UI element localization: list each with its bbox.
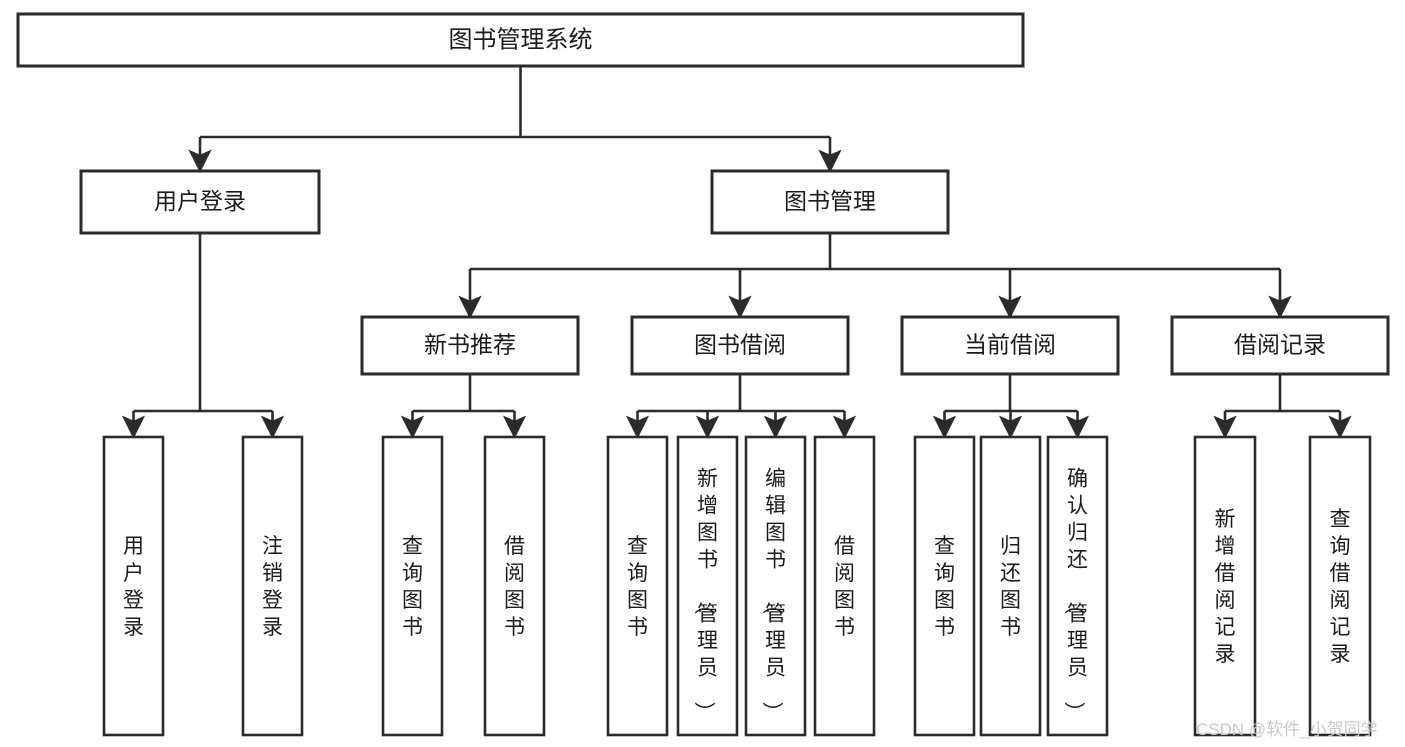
node-label-current-borrow: 当前借阅 [964, 332, 1056, 358]
node-box-root[interactable] [16, 12, 1025, 68]
node-box-current-borrow[interactable] [900, 315, 1120, 376]
node-box-new-book-recommend[interactable] [360, 315, 580, 376]
node-box-leaf-borrow-book-2[interactable] [813, 435, 876, 737]
node-box-leaf-return-book[interactable] [979, 435, 1042, 737]
csdn-watermark: CSDN @软件_小贺同学 [1196, 720, 1378, 739]
node-label-leaf-return-book: 归还图书 [1000, 535, 1021, 639]
node-label-book-manage: 图书管理 [784, 188, 876, 214]
node-box-borrow-record[interactable] [1170, 315, 1390, 376]
node-label-leaf-add-book: 新增图书（管理员） [692, 468, 718, 723]
node-label-leaf-add-record: 新增借阅记录 [1215, 508, 1236, 666]
node-label-leaf-borrow-book-1: 借阅图书 [504, 535, 525, 639]
node-box-leaf-query-book-1[interactable] [381, 435, 444, 737]
node-box-leaf-query-book-3[interactable] [913, 435, 976, 737]
node-box-leaf-query-record[interactable] [1308, 435, 1372, 737]
node-label-leaf-query-book-3: 查询图书 [934, 535, 955, 639]
node-box-leaf-query-book-2[interactable] [606, 435, 669, 737]
node-label-leaf-confirm-return: 确认归还（管理员） [1062, 468, 1088, 723]
node-box-book-manage[interactable] [710, 169, 950, 235]
node-label-leaf-query-book-2: 查询图书 [627, 535, 648, 639]
node-label-root: 图书管理系统 [449, 26, 593, 53]
node-label-leaf-query-book-1: 查询图书 [402, 535, 423, 639]
node-label-leaf-query-record: 查询借阅记录 [1330, 508, 1351, 666]
node-layer: 图书管理系统用户登录图书管理新书推荐图书借阅当前借阅借阅记录用户登录注销登录查询… [16, 12, 1390, 737]
node-box-leaf-user-login[interactable] [102, 435, 165, 737]
node-label-leaf-user-login: 用户登录 [123, 535, 144, 639]
node-label-leaf-borrow-book-2: 借阅图书 [834, 535, 855, 639]
node-box-leaf-confirm-return[interactable] [1046, 435, 1109, 737]
node-box-leaf-user-logout[interactable] [241, 435, 304, 737]
node-box-leaf-borrow-book-1[interactable] [483, 435, 546, 737]
node-label-book-borrow: 图书借阅 [694, 332, 786, 358]
node-label-borrow-record: 借阅记录 [1234, 332, 1326, 358]
node-box-leaf-add-book[interactable] [676, 435, 739, 737]
node-label-user-login: 用户登录 [154, 188, 246, 214]
node-box-book-borrow[interactable] [630, 315, 850, 376]
node-label-leaf-edit-book: 编辑图书（管理员） [760, 468, 786, 723]
node-box-leaf-edit-book[interactable] [744, 435, 807, 737]
node-label-leaf-user-logout: 注销登录 [262, 535, 283, 639]
connector-layer [121, 66, 1352, 439]
node-box-user-login[interactable] [79, 169, 321, 235]
node-label-new-book-recommend: 新书推荐 [424, 332, 516, 358]
node-box-leaf-add-record[interactable] [1193, 435, 1257, 737]
